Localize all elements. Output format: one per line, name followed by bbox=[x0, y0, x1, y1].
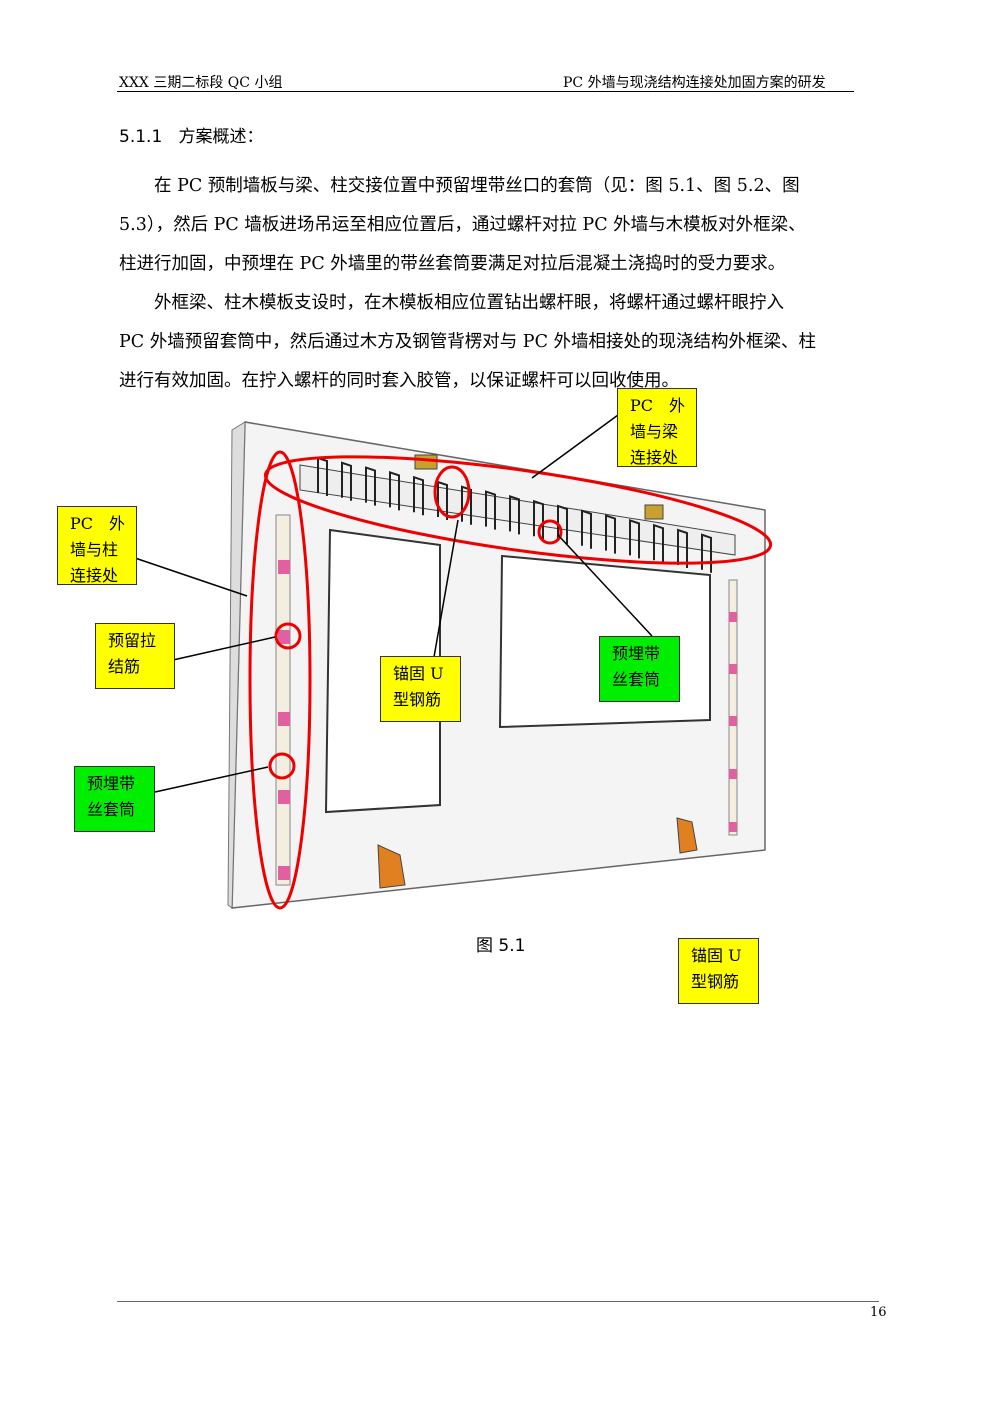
paragraph-1: 在 PC 预制墙板与梁、柱交接位置中预留埋带丝口的套筒（见：图 5.1、图 5.… bbox=[119, 167, 889, 284]
section-heading: 5.1.1 方案概述： bbox=[119, 122, 263, 147]
u-bar-mark bbox=[317, 456, 328, 496]
u-bar-mark bbox=[581, 509, 592, 549]
callout-tie-bar: 预留拉结筋 bbox=[95, 623, 175, 689]
line: 5.3），然后 PC 墙板进场吊运至相应位置后，通过螺杆对拉 PC 外墙与木模板… bbox=[119, 215, 806, 235]
callout-column-connection: PC 外墙与柱连接处 bbox=[57, 506, 137, 585]
figure-caption: 图 5.1 bbox=[476, 936, 526, 956]
section-title: 方案概述： bbox=[178, 127, 264, 147]
u-bar-mark bbox=[629, 519, 640, 559]
callout-sleeve-right: 预埋带丝套筒 bbox=[599, 636, 680, 702]
header-rule bbox=[117, 91, 854, 92]
callout-u-bar-bottom: 锚固 U 型钢筋 bbox=[678, 938, 759, 1004]
u-bar-mark bbox=[653, 523, 664, 564]
section-number: 5.1.1 bbox=[119, 127, 163, 147]
line: 外框梁、柱木模板支设时，在木模板相应位置钻出螺杆眼，将螺杆通过螺杆眼拧入 bbox=[119, 293, 784, 313]
line: 在 PC 预制墙板与梁、柱交接位置中预留埋带丝口的套筒（见：图 5.1、图 5.… bbox=[119, 176, 800, 196]
callout-beam-connection: PC 外墙与梁连接处 bbox=[617, 388, 697, 467]
u-bar-mark bbox=[509, 495, 520, 535]
header-right: PC 外墙与现浇结构连接处加固方案的研发 bbox=[563, 75, 826, 91]
paragraph-2: 外框梁、柱木模板支设时，在木模板相应位置钻出螺杆眼，将螺杆通过螺杆眼拧入 PC 外… bbox=[119, 284, 889, 401]
u-bar-mark bbox=[605, 514, 616, 554]
u-bar-mark bbox=[413, 475, 424, 516]
page-number: 16 bbox=[870, 1305, 887, 1320]
u-bar-mark bbox=[461, 485, 472, 525]
line: 进行有效加固。在拧入螺杆的同时套入胶管，以保证螺杆可以回收使用。 bbox=[119, 371, 679, 391]
callout-sleeve-left: 预埋带丝套筒 bbox=[74, 766, 155, 832]
u-bar-mark bbox=[701, 533, 712, 573]
line: PC 外墙预留套筒中，然后通过木方及钢管背楞对与 PC 外墙相接处的现浇结构外框… bbox=[119, 332, 817, 352]
callout-u-bar-mid: 锚固 U 型钢筋 bbox=[380, 656, 461, 722]
header-left: XXX 三期二标段 QC 小组 bbox=[119, 75, 283, 91]
u-bar-mark bbox=[485, 490, 496, 530]
footer-rule bbox=[117, 1301, 879, 1302]
line: 柱进行加固，中预埋在 PC 外墙里的带丝套筒要满足对拉后混凝土浇捣时的受力要求。 bbox=[119, 254, 786, 274]
u-bar-mark bbox=[341, 461, 352, 501]
u-bar-mark bbox=[677, 528, 688, 568]
u-bar-mark bbox=[389, 471, 400, 511]
u-bar-mark bbox=[365, 466, 376, 506]
u-bar-mark bbox=[437, 480, 448, 520]
